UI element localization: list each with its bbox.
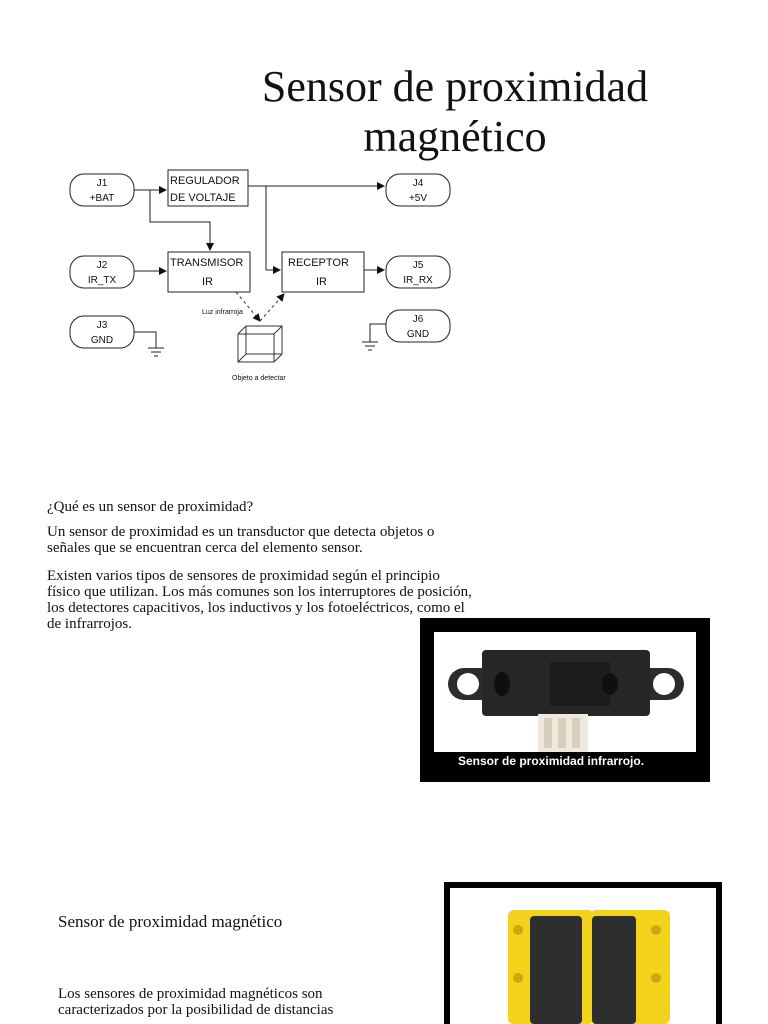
j4-label: +5V (409, 193, 427, 204)
connector-j4: J4 +5V (385, 173, 451, 207)
block-diagram: J1 +BAT J2 IR_TX J3 GND J4 +5V J5 IR_RX … (69, 169, 451, 382)
magnetic-sensor-image (450, 888, 716, 1024)
light-label: Luz infrarroja (202, 309, 243, 316)
j1-label: +BAT (90, 193, 115, 204)
connector-j3: J3 GND (69, 315, 135, 349)
ir-sensor-photo: Sensor de proximidad infrarrojo. (420, 618, 710, 782)
transmitter-line1: TRANSMISOR (170, 257, 243, 269)
regulator-line2: DE VOLTAJE (170, 192, 236, 204)
question-text: ¿Qué es un sensor de proximidad? (47, 499, 254, 515)
definition-text: Un sensor de proximidad es un transducto… (47, 524, 435, 556)
transmitter-line2: IR (202, 276, 213, 288)
ir-sensor-caption: Sensor de proximidad infrarrojo. (458, 754, 645, 768)
object-label: Objeto a detectar (232, 375, 286, 382)
j6-ref: J6 (413, 314, 424, 325)
j2-label: IR_TX (88, 275, 117, 286)
receiver-line1: RECEPTOR (288, 257, 349, 269)
j5-ref: J5 (413, 260, 424, 271)
page-title-line2: magnético (363, 112, 547, 161)
page-title: Sensor de proximidad magnético (200, 62, 710, 162)
wiring (134, 182, 386, 357)
types-text: Existen varios tipos de sensores de prox… (47, 568, 472, 632)
block-transmitter: TRANSMISOR IR (167, 251, 251, 293)
j4-ref: J4 (413, 178, 424, 189)
object-box-icon (237, 325, 283, 363)
block-regulator: REGULADOR DE VOLTAJE (167, 169, 249, 207)
connector-j2: J2 IR_TX (69, 255, 135, 289)
magnetic-sensor-photo (444, 882, 722, 1024)
page-title-line1: Sensor de proximidad (261, 62, 649, 111)
j3-label: GND (91, 335, 113, 346)
connector-j5: J5 IR_RX (385, 255, 451, 289)
j6-label: GND (407, 329, 429, 340)
block-receiver: RECEPTOR IR (281, 251, 365, 293)
j1-ref: J1 (97, 178, 108, 189)
j3-ref: J3 (97, 320, 108, 331)
j2-ref: J2 (97, 260, 108, 271)
magnetic-heading: Sensor de proximidad magnético (58, 912, 283, 931)
connector-j1: J1 +BAT (69, 173, 135, 207)
regulator-line1: REGULADOR (170, 175, 240, 187)
j5-label: IR_RX (403, 275, 433, 286)
ir-light-path (235, 291, 285, 322)
magnetic-body: Los sensores de proximidad magnéticos so… (58, 986, 334, 1018)
ir-sensor-image (434, 632, 696, 768)
connector-j6: J6 GND (385, 309, 451, 343)
receiver-line2: IR (316, 276, 327, 288)
